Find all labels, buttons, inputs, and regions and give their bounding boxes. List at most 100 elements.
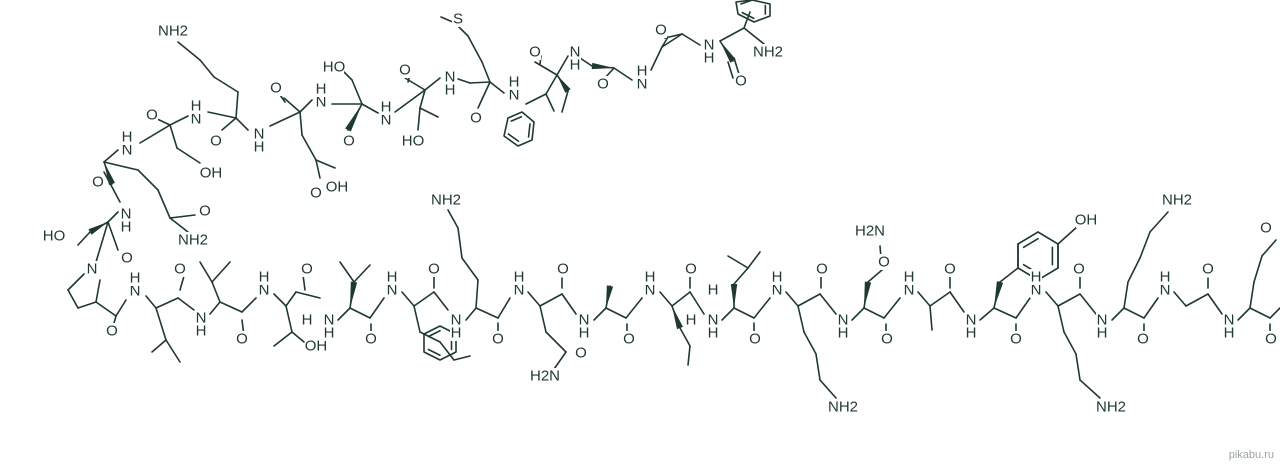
bond-line [539,305,547,333]
bond-line [419,331,441,343]
atom-label-mask [878,254,890,270]
bond-line [273,331,293,347]
bond-line [721,307,735,321]
atom-label: O [1073,261,1085,278]
bond-line [211,281,221,303]
bond-line [199,261,213,283]
bond-line [1111,307,1125,321]
atom-label-mask [1159,269,1171,285]
atom-label: H [381,99,392,116]
atom-label: O [1265,331,1277,348]
bond-line [803,331,817,355]
bond-line [883,297,901,319]
atom-label: N [1097,312,1108,329]
atom-label-mask [470,110,482,126]
bond-line [115,299,127,317]
atom-label-mask [557,261,569,277]
bond-line [299,99,313,113]
atom-label: O [236,331,248,348]
atom-label: H [196,323,207,340]
bond-line [269,111,301,127]
atom-label-mask [92,174,104,190]
bond-line [1139,231,1151,259]
atom-label: O [655,22,667,39]
aromatic-ring [423,325,457,361]
atom-label-mask [703,37,715,53]
stereo-wedge-layer [88,41,1004,330]
atom-label-mask [881,331,893,347]
atom-label: N [254,126,265,143]
stereo-wedge [606,285,614,308]
stereo-wedge [730,284,738,308]
bond-line [315,159,321,179]
atom-label-mask [578,312,590,328]
atom-label-mask [685,261,697,277]
bond-line [929,291,951,307]
ring-double-bond [527,123,531,138]
bond-line [447,209,459,229]
bond-line [157,189,171,219]
atom-label-mask [1223,312,1235,328]
atom-label: H [704,50,715,67]
atom-label-layer: NH2ONHONHONHONHSONHOHONHHOONHOHOONHNH2ON… [43,11,1277,416]
atom-label-mask [403,133,423,149]
atom-label-mask [195,310,207,326]
atom-label: N [1160,282,1171,299]
bond-line [424,77,441,91]
atom-label: H [708,282,719,299]
atom-label-mask [578,325,590,341]
atom-label: NH2 [178,232,208,249]
atom-label-mask [1202,261,1214,277]
bond-line [1143,297,1159,319]
atom-label: N [645,282,656,299]
atom-label-mask [623,331,635,347]
atom-label: O [492,331,504,348]
atom-label: H [579,325,590,342]
atom-label: N [259,282,270,299]
atom-label-mask [253,139,265,155]
atom-label: O [685,261,697,278]
atom-label: H [686,312,697,329]
bond-line [1075,353,1081,381]
atom-label-mask [492,331,504,347]
atom-label: O [270,80,282,97]
bond-line [419,89,426,109]
atom-label: H [645,269,656,286]
bond-line [497,297,511,319]
bond-line [819,379,837,399]
bond-line [733,307,755,319]
bond-line [199,59,215,78]
bond-line [1079,379,1101,399]
bond-line [1237,307,1251,321]
atom-label-mask [450,312,462,328]
atom-label: NH2 [431,192,461,209]
atom-label: N [451,312,462,329]
bond-line [302,274,306,291]
ring-double-bond [741,11,755,20]
atom-label-mask [644,282,656,298]
bond-line [349,307,371,319]
atom-label: O [199,203,211,220]
atom-label-mask [837,325,849,341]
atom-label-mask [129,270,141,286]
bond-line [235,117,249,131]
atom-label-mask [452,11,464,27]
bond-line [165,339,181,363]
bond-line [1045,291,1059,307]
atom-label: O [121,250,133,267]
atom-label: NH2 [1096,399,1126,416]
atom-label: N [637,76,648,93]
atom-label: H2N [530,368,560,385]
atom-label-mask [199,203,211,219]
atom-label: H [637,63,648,80]
atom-label-mask [771,269,783,285]
bond-line [1249,281,1255,309]
atom-label: N [708,312,719,329]
atom-label: N [1224,312,1235,329]
bond-line [1057,305,1065,333]
stereo-wedge [720,41,736,63]
atom-label: H [570,57,581,74]
atom-label: OH [326,179,349,196]
atom-label: HO [43,228,66,245]
